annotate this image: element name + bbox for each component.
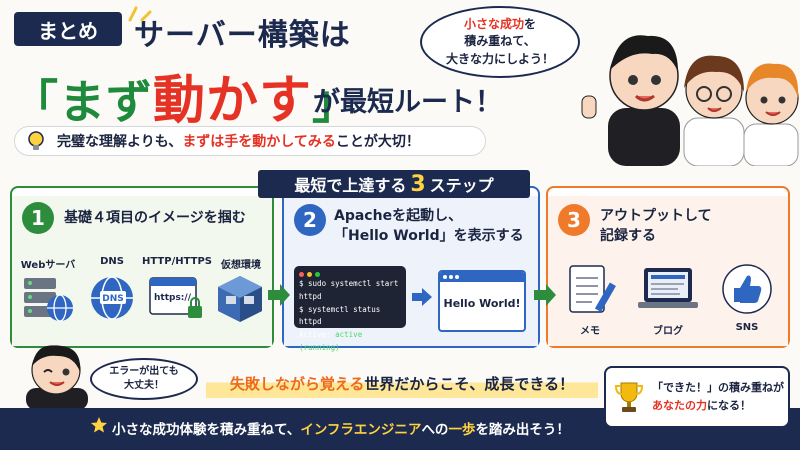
bubble-top-red: 小さな成功 [463, 16, 524, 31]
step1-item3-label: HTTP/HTTPS [142, 256, 212, 267]
subtitle-part2: まずは手を動かしてみる [182, 134, 336, 150]
https-text: https:// [154, 293, 192, 303]
step1-title: 基礎４項目のイメージを掴む [64, 210, 246, 226]
virtual-box-icon [218, 276, 262, 322]
terminal-line3: Active: active (running) [299, 329, 401, 355]
thumbs-up-icon [722, 264, 772, 314]
winking-boy-icon [26, 345, 88, 410]
step2-number: 2 [294, 204, 326, 236]
laptop-blog-icon [638, 268, 698, 308]
title-ugokasu: 動かす [153, 71, 313, 131]
bottom-part3: への [421, 422, 449, 438]
step1-item2-label: DNS [100, 256, 124, 267]
server-globe-icon [24, 278, 73, 322]
trophy-text: 「できた！」の積み重ねが あなたの力になる！ [652, 379, 784, 414]
subtitle-part3: ことが大切！ [335, 134, 420, 150]
lightbulb-icon [28, 131, 44, 150]
step3-number: 3 [558, 204, 590, 236]
notepad-pen-icon [569, 265, 616, 313]
https-browser-lock-icon: https:// [149, 277, 202, 318]
trophy-line1: 「できた！」の積み重ねが [652, 381, 784, 395]
steps-banner: 最短で上達する 3 ステップ [258, 170, 530, 198]
title-line1: サーバー構築は [134, 18, 351, 53]
step3-title-line2: 記録する [600, 228, 656, 245]
bottom-message: 小さな成功体験を積み重ねて、インフラエンジニアへの一歩を踏み出そう！ [112, 418, 570, 438]
title-line3: が最短ルート！ [313, 87, 502, 118]
title-bracket-open: 「 [12, 75, 59, 129]
characters-illustration [581, 35, 799, 166]
step1-number: 1 [22, 202, 54, 234]
fail-message-part2: 世界だからこそ、成長できる！ [364, 375, 575, 393]
bubble-err-line2: 大丈夫！ [124, 380, 164, 391]
trophy-line2-red: あなたの力 [652, 399, 707, 412]
browser-hello-text: Hello World! [443, 297, 521, 310]
subtitle-box: 完璧な理解よりも、 まずは手を動かしてみる ことが大切！ [14, 126, 486, 156]
bubble-top-line3: 大きな力にしよう！ [445, 51, 554, 66]
step3-item1-label: メモ [580, 326, 600, 337]
step3-title: アウトプットして 記録する [600, 206, 712, 247]
steps-banner-suffix: ステップ [429, 176, 494, 195]
arrow-right-icon [534, 284, 556, 306]
browser-window: Hello World! [438, 270, 526, 332]
terminal-active-label: Active: [299, 330, 336, 339]
step3-item2-label: ブログ [653, 326, 683, 337]
fail-message: 失敗しながら覚える世界だからこそ、成長できる！ [206, 370, 598, 398]
bottom-part4: 一歩 [448, 422, 476, 438]
encouragement-bubble: 小さな成功を 積み重ねて、 大きな力にしよう！ [420, 6, 580, 78]
title-line2: 「まず動かす」 [12, 58, 359, 133]
steps-banner-prefix: 最短で上達する [294, 176, 407, 195]
terminal-dots [299, 272, 401, 277]
title-bracket-close: 」 [312, 75, 360, 129]
step3-item3-label: SNS [735, 322, 759, 333]
step1-item4-label: 仮想環境 [221, 260, 261, 271]
svg-text:DNS: DNS [102, 294, 124, 304]
summary-badge: まとめ [14, 12, 122, 46]
trophy-line2-rest: になる！ [707, 399, 751, 412]
boy-character-icon [581, 35, 680, 166]
terminal-window: $ sudo systemctl start httpd $ systemctl… [294, 266, 406, 352]
sparkle-icon [128, 6, 152, 22]
dns-globe-icon: DNS [91, 276, 133, 320]
trophy-icon [614, 382, 644, 412]
star-icon [91, 417, 107, 433]
browser-title-bar [440, 272, 524, 282]
subtitle-part1: 完璧な理解よりも、 [57, 134, 183, 150]
arrow-right-icon [412, 288, 432, 306]
step3-title-line1: アウトプットして [600, 208, 712, 224]
steps-banner-number: 3 [410, 171, 426, 197]
error-ok-bubble: エラーが出ても 大丈夫！ [90, 358, 198, 400]
arrow-right-icon [268, 284, 290, 306]
terminal-line1: $ sudo systemctl start httpd [299, 279, 399, 301]
bottom-part1: 小さな成功体験を積み重ねて、 [112, 422, 301, 438]
step2-title-line2: 「Hello World」を表示する [334, 228, 524, 245]
bubble-top-line2: 積み重ねて、 [464, 34, 536, 49]
step2-title: Apacheを起動し、 「Hello World」を表示する [334, 206, 524, 247]
title-mazu: まず [59, 75, 153, 129]
girl-character-icon [683, 55, 745, 166]
bubble-err-line1: エラーが出ても [109, 366, 179, 377]
terminal-active-status: active (running) [299, 330, 363, 352]
bubble-top-line1-rest: を [524, 16, 537, 31]
step1-panel-bg [12, 196, 272, 346]
trophy-box: 「できた！」の積み重ねが あなたの力になる！ [604, 366, 790, 428]
orange-hair-boy-character-icon [743, 63, 799, 166]
terminal-line2: $ systemctl status httpd [299, 304, 381, 327]
bottom-part5: を踏み出そう！ [475, 422, 570, 438]
step2-title-line1: Apacheを起動し、 [334, 208, 463, 224]
fail-message-part1: 失敗しながら覚える [229, 375, 365, 393]
bottom-part2: インフラエンジニア [300, 422, 422, 438]
